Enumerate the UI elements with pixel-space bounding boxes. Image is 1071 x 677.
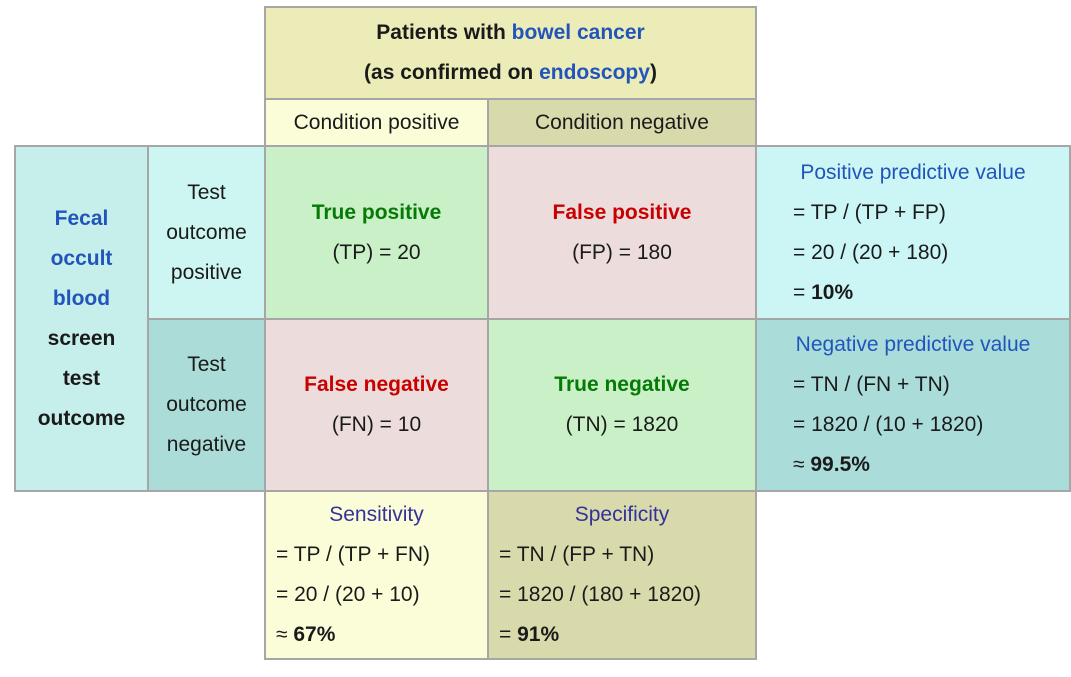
close-paren-text: ): [649, 61, 657, 84]
endoscopy-link[interactable]: endoscopy: [539, 61, 650, 84]
test-outcome-positive-line1: Test: [187, 180, 226, 204]
specificity-formula-line2: = 1820 / (180 + 1820): [499, 583, 701, 606]
patients-header-text: Patients with: [376, 21, 512, 44]
test-outcome-negative-label-cell: Test outcome negative: [147, 318, 266, 492]
false-positive-title: False positive: [552, 200, 692, 224]
true-negative-cell: True negative (TN) = 1820: [487, 318, 757, 492]
test-outcome-positive-label-cell: Test outcome positive: [147, 145, 266, 320]
false-negative-title: False negative: [304, 373, 449, 396]
specificity-title-link[interactable]: Specificity: [574, 503, 670, 526]
fecal-occult-blood-link-line3[interactable]: blood: [52, 286, 111, 310]
test-outcome-row-header: Fecal occult blood screen test outcome: [14, 145, 149, 492]
false-negative-value: (FN) = 10: [331, 413, 422, 436]
specificity-cell: Specificity = TN / (FP + TN) = 1820 / (1…: [487, 490, 757, 660]
fecal-occult-blood-link-line1[interactable]: Fecal: [54, 206, 109, 230]
fecal-occult-blood-link-line2[interactable]: occult: [50, 246, 113, 270]
sensitivity-formula-line2: = 20 / (20 + 10): [276, 583, 420, 606]
npv-result-prefix: ≈: [793, 453, 811, 476]
sensitivity-cell: Sensitivity = TP / (TP + FN) = 20 / (20 …: [264, 490, 489, 660]
npv-result-value: 99.5%: [810, 453, 870, 476]
confirmed-text: (as confirmed on: [364, 61, 540, 84]
false-positive-value: (FP) = 180: [572, 240, 672, 264]
false-negative-cell: False negative (FN) = 10: [264, 318, 489, 492]
sensitivity-result-value: 67%: [293, 623, 336, 646]
condition-negative-label: Condition negative: [535, 110, 709, 134]
patients-header-cell: Patients with bowel cancer (as confirmed…: [264, 6, 757, 100]
npv-result-line: ≈ 99.5%: [757, 445, 1069, 485]
condition-positive-header: Condition positive: [264, 98, 489, 147]
row-header-text-line3: outcome: [37, 406, 126, 430]
patients-header-line2: (as confirmed on endoscopy): [364, 53, 657, 93]
test-outcome-negative-line2: outcome: [166, 393, 247, 416]
test-outcome-negative-line1: Test: [187, 353, 226, 376]
specificity-result-value: 91%: [517, 623, 560, 646]
test-outcome-positive-line3: positive: [170, 260, 243, 284]
specificity-result-line: = 91%: [489, 615, 755, 655]
test-outcome-negative-line3: negative: [166, 433, 247, 456]
ppv-result-prefix: =: [793, 280, 812, 304]
ppv-cell: Positive predictive value = TP / (TP + F…: [755, 145, 1071, 320]
sensitivity-result-line: ≈ 67%: [266, 615, 487, 655]
row-header-text-line1: screen: [47, 326, 116, 350]
patients-header-line1: Patients with bowel cancer: [376, 13, 644, 53]
ppv-title-link[interactable]: Positive predictive value: [800, 160, 1026, 184]
sensitivity-title-link[interactable]: Sensitivity: [329, 503, 424, 526]
npv-cell: Negative predictive value = TN / (FN + T…: [755, 318, 1071, 492]
ppv-formula-line1: = TP / (TP + FP): [793, 200, 946, 224]
bowel-cancer-link[interactable]: bowel cancer: [511, 21, 645, 44]
ppv-result-value: 10%: [811, 280, 854, 304]
specificity-formula-line1: = TN / (FP + TN): [499, 543, 655, 566]
true-positive-title: True positive: [311, 200, 442, 224]
npv-formula-line2: = 1820 / (10 + 1820): [793, 413, 984, 436]
condition-positive-label: Condition positive: [293, 110, 460, 134]
npv-title-link[interactable]: Negative predictive value: [795, 333, 1031, 356]
specificity-result-prefix: =: [499, 623, 518, 646]
row-header-text-line2: test: [62, 366, 101, 390]
sensitivity-result-prefix: ≈: [276, 623, 294, 646]
true-positive-value: (TP) = 20: [332, 240, 421, 264]
ppv-formula-line2: = 20 / (20 + 180): [793, 240, 949, 264]
false-positive-cell: False positive (FP) = 180: [487, 145, 757, 320]
true-negative-title: True negative: [554, 373, 690, 396]
condition-negative-header: Condition negative: [487, 98, 757, 147]
sensitivity-formula-line1: = TP / (TP + FN): [276, 543, 431, 566]
true-negative-value: (TN) = 1820: [565, 413, 679, 436]
test-outcome-positive-line2: outcome: [166, 220, 247, 244]
true-positive-cell: True positive (TP) = 20: [264, 145, 489, 320]
ppv-result-line: = 10%: [757, 273, 1069, 313]
npv-formula-line1: = TN / (FN + TN): [793, 373, 950, 396]
